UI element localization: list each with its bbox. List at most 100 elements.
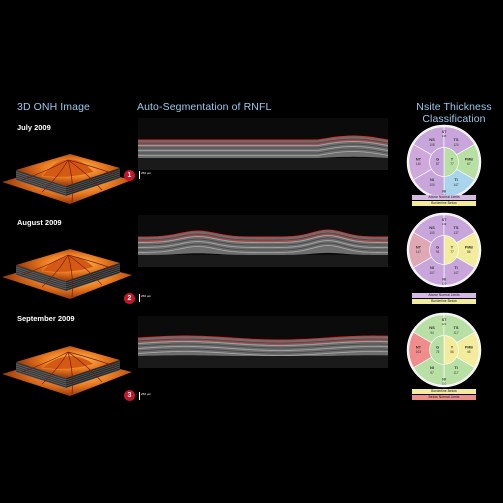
dial-label: 100 (429, 231, 435, 235)
onh-vessel (41, 159, 69, 193)
dial-label: 140 (416, 162, 422, 166)
onh-vessel (67, 254, 115, 270)
scale-bar: 250 µm (139, 294, 151, 302)
dial-label: TS (453, 225, 458, 230)
dial-label: G (436, 244, 439, 249)
dial-label: NT (416, 156, 422, 161)
dial-label: 94 (436, 250, 440, 254)
onh-vessel (21, 254, 69, 276)
oct-layer (138, 235, 388, 243)
onh-side (16, 170, 66, 196)
onh-side (16, 265, 66, 291)
nsite-heading-line2: Classification (422, 113, 486, 125)
dial-label: NT (416, 244, 422, 249)
onh-3d-image (2, 154, 132, 204)
dial-label: 147 (453, 271, 459, 275)
dial-label: 121 (442, 322, 447, 326)
dial-label: PMB (465, 157, 473, 161)
dial-label: 117 (453, 371, 458, 375)
dial-label: 108 (429, 143, 435, 147)
oct-layer (138, 148, 388, 154)
legend-item: Borderline Below (412, 389, 476, 394)
dial-label: 87 (436, 162, 440, 166)
dial-label: 147 (453, 183, 459, 187)
oct-layer (138, 338, 388, 344)
dial-label: ST (442, 318, 447, 322)
dial-label: NS (429, 137, 435, 142)
rnfl-bottom-boundary (138, 233, 388, 242)
onh-layer-line (65, 173, 121, 193)
onh-vessel (67, 159, 73, 203)
onh-layer-line (65, 268, 121, 288)
onh-nerve-head (41, 255, 95, 273)
onh-vessel (41, 351, 69, 385)
rnfl-oct-scan (138, 118, 388, 170)
onh-layer-line (15, 179, 67, 197)
onh-side (16, 362, 66, 388)
dial-label: T (451, 156, 454, 161)
legend-item: Above Normal Limits (412, 293, 476, 298)
scale-bar: 250 µm (139, 171, 151, 179)
oct-layer (138, 232, 388, 241)
onh-vessel (67, 351, 115, 367)
onh-layer-line (15, 173, 67, 191)
dial-label: 103 (416, 350, 422, 354)
dial-label: 45 (467, 350, 471, 354)
onh-layer-line (15, 177, 67, 195)
dial-label: 56 (450, 350, 454, 354)
segmentation-heading: Auto-Segmentation of RNFL (137, 101, 272, 113)
dial-label: 145 (442, 134, 447, 138)
oct-layer (138, 348, 388, 354)
onh-side (66, 360, 120, 388)
onh-3d-image (2, 346, 132, 396)
dial-label: NI (442, 277, 446, 281)
dial-label: T (451, 244, 454, 249)
dial-label: 137 (453, 231, 459, 235)
dial-label: 67 (467, 162, 471, 166)
dial-label: TS (453, 325, 458, 330)
onh-layer-line (15, 266, 67, 284)
onh-vessel (21, 159, 69, 181)
onh-layer-line (15, 363, 67, 381)
dial-sector-center-right (443, 335, 459, 365)
dial-label: 107 (429, 271, 435, 275)
dial-label: 94 (430, 331, 434, 335)
onh-vessel (67, 254, 73, 298)
rnfl-bottom-boundary (138, 339, 388, 345)
onh-nerve-head (41, 355, 95, 370)
onh-layer-line (65, 365, 121, 385)
dial-label: 77 (450, 162, 454, 166)
nsite-thickness-dial: NS100TS137ST142NT147G94T77PMB56NI107TI14… (406, 212, 482, 288)
onh-layer-line (65, 177, 121, 197)
dial-label: 110 (442, 381, 447, 385)
oct-choroid (138, 255, 388, 267)
oct-choroid (138, 356, 388, 368)
scan-date: July 2009 (17, 123, 51, 132)
scan-date: August 2009 (17, 218, 62, 227)
dial-label: 120 (453, 143, 459, 147)
onh-heading: 3D ONH Image (17, 101, 90, 113)
onh-side (66, 168, 120, 196)
dial-label: NT (416, 344, 422, 349)
onh-layer-line (15, 365, 67, 383)
scan-number-badge: 2 (124, 293, 135, 304)
legend-item: Below Normal Limits (412, 395, 476, 400)
nsite-thickness-dial: NS108TS120ST145NT140G87T77PMB67NI100TI14… (406, 124, 482, 200)
scan-number-badge: 1 (124, 170, 135, 181)
dial-label: PMB (465, 345, 473, 349)
onh-layer-line (15, 367, 67, 385)
scan-date: September 2009 (17, 314, 75, 323)
onh-layer-line (15, 268, 67, 286)
dial-label: 100 (429, 183, 435, 187)
onh-layer-line (65, 270, 121, 290)
dial-label: 77 (450, 250, 454, 254)
onh-side (66, 263, 120, 291)
onh-layer-line (15, 175, 67, 193)
onh-vessel (21, 351, 69, 373)
onh-layer-line (15, 371, 67, 389)
dial-label: 56 (467, 250, 471, 254)
dial-label: ST (442, 130, 447, 134)
dial-sector-center-left (429, 147, 445, 177)
onh-vessel (67, 254, 103, 286)
onh-layer-line (15, 272, 67, 290)
